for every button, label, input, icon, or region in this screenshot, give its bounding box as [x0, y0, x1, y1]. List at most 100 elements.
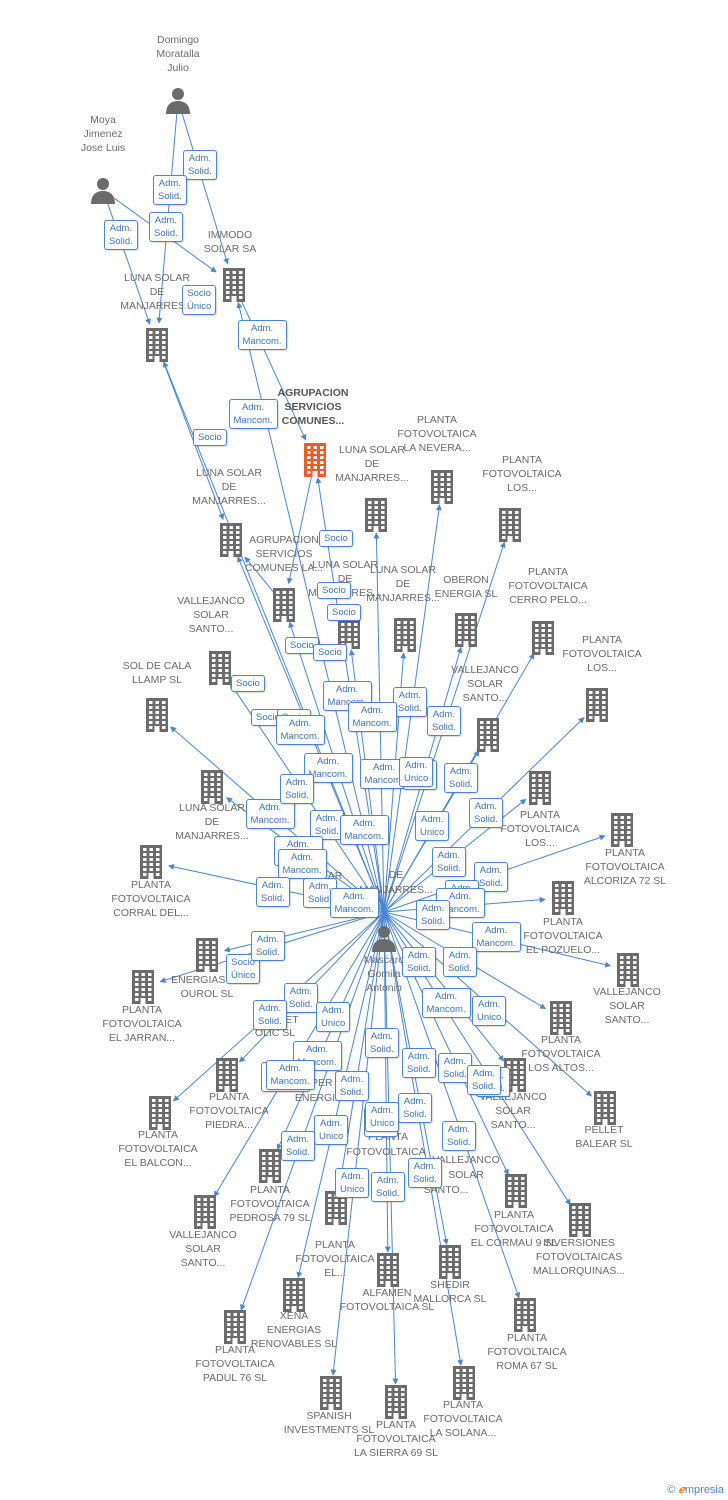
company-node-spanish[interactable]: SPANISH INVESTMENTS SL [269, 1409, 389, 1437]
building-icon[interactable] [550, 881, 576, 920]
relationship-badge[interactable]: Adm. Solid. [443, 947, 477, 977]
company-node-luna1[interactable]: LUNA SOLAR DE MANJARRES... [97, 271, 217, 313]
building-icon[interactable] [318, 1376, 344, 1415]
company-node-alcoriza[interactable]: PLANTA FOTOVOLTAICA ALCORIZA 72 SL [565, 846, 685, 888]
relationship-badge[interactable]: Adm. Unico [399, 757, 434, 787]
relationship-badge[interactable]: Adm. Solid. [335, 1071, 369, 1101]
building-icon[interactable] [222, 1310, 248, 1349]
relationship-badge[interactable]: Socio Único [182, 285, 217, 315]
relationship-badge[interactable]: Adm. Solid. [284, 983, 318, 1013]
company-node-pf_los3[interactable]: PLANTA FOTOVOLTAICA LOS... [480, 808, 600, 850]
building-icon[interactable] [567, 1203, 593, 1242]
building-icon[interactable] [512, 1298, 538, 1337]
building-icon[interactable] [257, 1149, 283, 1188]
company-node-vallej2[interactable]: VALLEJANCO SOLAR SANTO... [425, 663, 545, 705]
relationship-badge[interactable]: Adm. Mancom. [347, 702, 397, 732]
relationship-badge[interactable]: Adm. Solid. [467, 1065, 501, 1095]
company-node-luna3[interactable]: LUNA SOLAR DE MANJARRES... [169, 466, 289, 508]
company-node-corral[interactable]: PLANTA FOTOVOLTAICA CORRAL DEL... [91, 878, 211, 920]
relationship-badge[interactable]: Adm. Mancom. [245, 799, 295, 829]
relationship-badge[interactable]: Adm. Solid. [402, 1048, 436, 1078]
relationship-badge[interactable]: Adm. Unico [335, 1168, 370, 1198]
building-icon[interactable] [437, 1245, 463, 1284]
building-icon[interactable] [218, 523, 244, 562]
company-node-padul[interactable]: PLANTA FOTOVOLTAICA PADUL 76 SL [175, 1343, 295, 1385]
company-node-cerro[interactable]: PLANTA FOTOVOLTAICA CERRO PELO... [488, 565, 608, 607]
relationship-badge[interactable]: Adm. Solid. [256, 877, 290, 907]
person-node-moya[interactable]: Moya Jimenez Jose Luis [43, 113, 163, 155]
company-node-oberon[interactable]: OBERON ENERGIA SL [406, 573, 526, 601]
relationship-badge[interactable]: Adm. Solid. [469, 798, 503, 828]
relationship-badge[interactable]: Socio [231, 674, 265, 692]
company-node-solcala[interactable]: SOL DE CALA LLAMP SL [97, 659, 217, 687]
building-icon[interactable] [192, 1195, 218, 1234]
building-icon[interactable] [592, 1091, 618, 1130]
company-node-pf_los1[interactable]: PLANTA FOTOVOLTAICA LOS... [462, 453, 582, 495]
company-node-losaltos[interactable]: PLANTA FOTOVOLTAICA LOS ALTOS... [501, 1033, 621, 1075]
person-node-mascaro[interactable]: Mascaro Gomila Antonio [324, 953, 444, 995]
relationship-badge[interactable]: Adm. Solid. [253, 1000, 287, 1030]
building-icon[interactable] [281, 1278, 307, 1317]
building-icon[interactable] [144, 328, 170, 367]
company-node-luna6[interactable]: LUNA SOLAR DE MANJARRES... [152, 801, 272, 843]
relationship-badge[interactable]: Adm. Solid. [183, 150, 217, 180]
relationship-badge[interactable]: Adm. Unico [314, 1115, 349, 1145]
relationship-badge[interactable]: Adm. Solid. [280, 774, 314, 804]
person-icon[interactable] [164, 86, 192, 119]
company-node-pf_los2[interactable]: PLANTA FOTOVOLTAICA LOS... [542, 633, 662, 675]
building-icon[interactable] [392, 618, 418, 657]
building-icon[interactable] [221, 268, 247, 307]
company-node-alfamen[interactable]: ALFAMEN FOTOVOLTAICA SL [327, 1286, 447, 1314]
company-node-pellet[interactable]: PELLET BALEAR SL [544, 1123, 664, 1151]
relationship-badge[interactable]: Adm. Solid. [371, 1172, 405, 1202]
building-icon[interactable] [429, 470, 455, 509]
building-icon[interactable] [503, 1174, 529, 1213]
relationship-badge[interactable]: Adm. Unico [365, 1102, 400, 1132]
relationship-badge[interactable]: Adm. Mancom. [329, 888, 379, 918]
relationship-badge[interactable]: Adm. Unico [316, 1002, 351, 1032]
relationship-badge[interactable]: Socio [327, 603, 361, 621]
company-node-luna5[interactable]: LUNA SOLAR DE MANJARRES... [343, 563, 463, 605]
building-icon[interactable] [214, 1058, 240, 1097]
company-node-inversiones[interactable]: INVERSIONES FOTOVOLTAICAS MALLORQUINAS..… [519, 1236, 639, 1278]
relationship-badge[interactable]: Adm. Solid. [438, 1053, 472, 1083]
building-icon[interactable] [199, 770, 225, 809]
relationship-badge[interactable]: Adm. Solid. [310, 810, 344, 840]
relationship-badge[interactable]: Adm. Solid. [402, 947, 436, 977]
relationship-badge[interactable]: Adm. Solid. [149, 212, 183, 242]
building-icon[interactable] [375, 1253, 401, 1292]
company-node-agrup1[interactable]: AGRUPACION SERVICIOS COMUNES... [253, 386, 373, 428]
relationship-badge[interactable]: Adm. Solid. [427, 706, 461, 736]
company-node-agrup2[interactable]: AGRUPACION SERVICIOS COMUNES LA... [224, 533, 344, 575]
building-icon[interactable] [207, 651, 233, 690]
company-node-luna2[interactable]: LUNA SOLAR DE MANJARRES... [312, 443, 432, 485]
relationship-badge[interactable]: Adm. Solid. [444, 763, 478, 793]
building-icon[interactable] [609, 813, 635, 852]
building-icon[interactable] [453, 613, 479, 652]
building-icon[interactable] [271, 588, 297, 627]
relationship-badge[interactable]: Adm. Solid. [416, 900, 450, 930]
relationship-badge[interactable]: Socio [319, 529, 353, 547]
company-node-jarran[interactable]: PLANTA FOTOVOLTAICA EL JARRAN... [82, 1003, 202, 1045]
relationship-badge[interactable]: Adm. Solid. [153, 175, 187, 205]
relationship-badge[interactable]: Adm. Solid. [398, 1093, 432, 1123]
company-node-pedrosa[interactable]: PLANTA FOTOVOLTAICA PEDROSA 79 SL [210, 1183, 330, 1225]
relationship-badge[interactable]: Adm. Unico [472, 996, 507, 1026]
relationship-badge[interactable]: Adm. Mancom. [265, 1060, 315, 1090]
company-node-vallej3[interactable]: VALLEJANCO SOLAR SANTO... [567, 985, 687, 1027]
company-node-vallej1[interactable]: VALLEJANCO SOLAR SANTO... [151, 594, 271, 636]
relationship-badge[interactable]: Adm. Solid. [442, 1121, 476, 1151]
relationship-badge[interactable]: Adm. Solid. [281, 1131, 315, 1161]
relationship-badge[interactable]: Adm. Mancom. [228, 399, 278, 429]
building-icon[interactable] [130, 970, 156, 1009]
footer-brand[interactable]: © ℯmpresia [667, 1483, 724, 1496]
relationship-badge[interactable]: Socio [317, 581, 351, 599]
company-node-immodo[interactable]: IMMODO SOLAR SA [170, 228, 290, 256]
company-node-balcon[interactable]: PLANTA FOTOVOLTAICA EL BALCON... [98, 1128, 218, 1170]
relationship-badge[interactable]: Adm. Unico [415, 811, 450, 841]
company-node-vallej5[interactable]: VALLEJANCO SOLAR SANTO... [143, 1228, 263, 1270]
company-node-vallej4[interactable]: VALLEJANCO SOLAR SANTO... [453, 1090, 573, 1132]
relationship-badge[interactable]: Adm. Solid. [393, 687, 427, 717]
building-icon[interactable] [144, 698, 170, 737]
building-icon[interactable] [147, 1096, 173, 1135]
